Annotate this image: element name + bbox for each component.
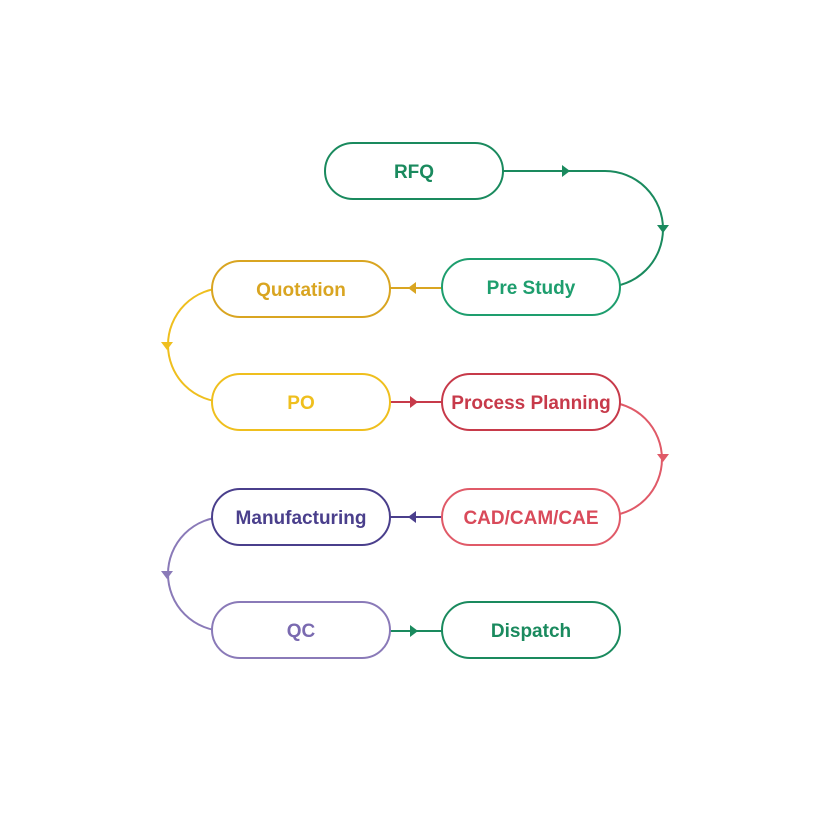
- node-dispatch[interactable]: Dispatch: [441, 601, 621, 659]
- node-label: Process Planning: [451, 393, 610, 414]
- node-manufacturing[interactable]: Manufacturing: [211, 488, 391, 546]
- node-pill: [211, 488, 391, 546]
- node-pill: [324, 142, 504, 200]
- node-po[interactable]: PO: [211, 373, 391, 431]
- arrow-down-icon: [161, 342, 173, 350]
- node-pill: [441, 601, 621, 659]
- node-label: Pre Study: [487, 278, 576, 299]
- arrow-right-icon: [410, 625, 418, 637]
- node-label: QC: [287, 621, 316, 642]
- node-process-planning[interactable]: Process Planning: [441, 373, 621, 431]
- connector-rfq-to-pre-study: [503, 165, 669, 288]
- connector-pre-study-to-quotation: [390, 282, 442, 294]
- node-label: Dispatch: [491, 621, 571, 642]
- arrow-down-icon: [161, 571, 173, 579]
- connector-quotation-to-po: [161, 287, 226, 403]
- node-qc[interactable]: QC: [211, 601, 391, 659]
- node-label: PO: [287, 393, 314, 414]
- connector-cad-cam-cae-to-manufacturing: [390, 511, 442, 523]
- arrow-left-icon: [408, 511, 416, 523]
- connector-process-planning-to-cad-cam-cae: [604, 401, 669, 517]
- node-pill: [441, 373, 621, 431]
- node-pill: [441, 258, 621, 316]
- node-pill: [441, 488, 621, 546]
- node-pill: [211, 260, 391, 318]
- arrow-right-icon: [410, 396, 418, 408]
- node-pill: [211, 601, 391, 659]
- node-quotation[interactable]: Quotation: [211, 260, 391, 318]
- node-pill: [211, 373, 391, 431]
- node-label: CAD/CAM/CAE: [463, 508, 598, 529]
- arrow-down-icon: [657, 454, 669, 462]
- node-label: Manufacturing: [236, 508, 367, 529]
- arrow-left-icon: [408, 282, 416, 294]
- connector-manufacturing-to-qc: [161, 516, 226, 632]
- node-label: RFQ: [394, 162, 434, 183]
- node-pre-study[interactable]: Pre Study: [441, 258, 621, 316]
- connector-qc-to-dispatch: [390, 625, 442, 637]
- node-label: Quotation: [256, 280, 346, 301]
- connector-po-to-process-planning: [390, 396, 442, 408]
- node-rfq[interactable]: RFQ: [324, 142, 504, 200]
- arrow-right-icon: [562, 165, 570, 177]
- arrow-down-icon: [657, 225, 669, 233]
- node-cad-cam-cae[interactable]: CAD/CAM/CAE: [441, 488, 621, 546]
